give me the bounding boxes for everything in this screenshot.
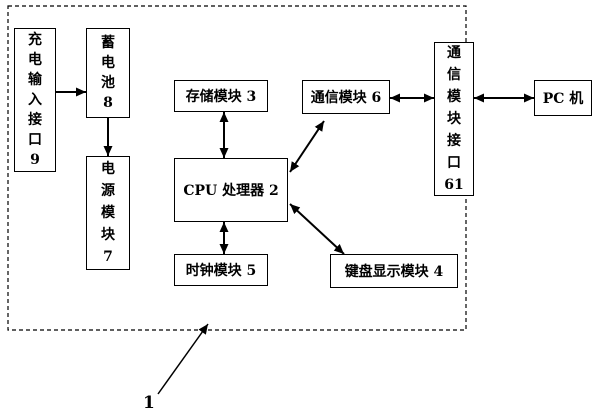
pc-box: PC 机	[534, 80, 592, 116]
node-text: 61	[444, 177, 464, 193]
node-text: 口	[28, 132, 42, 148]
node-text: PC 机	[542, 91, 584, 107]
node-text: 8	[103, 95, 113, 111]
boundary-reference-label: 1	[143, 393, 155, 413]
power-module-box: 电 源 模 块 7	[86, 156, 130, 270]
keyboard-display-module-box: 键盘显示模块 4	[330, 254, 458, 288]
node-text: 入	[28, 92, 42, 108]
node-text: 模	[101, 205, 115, 221]
node-text: 接	[28, 112, 42, 128]
node-text: 时钟模块 5	[185, 263, 257, 279]
node-text: 口	[447, 155, 461, 171]
node-text: 块	[101, 227, 115, 243]
comm-module-box: 通信模块 6	[302, 80, 390, 114]
node-text: 输	[28, 72, 42, 88]
node-text: 键盘显示模块 4	[344, 264, 444, 280]
arrow-cpu-comm-module	[289, 120, 325, 173]
storage-module-box: 存储模块 3	[174, 80, 268, 112]
node-text: 电	[101, 161, 115, 177]
node-text: 蓄	[101, 35, 115, 51]
node-text: 电	[101, 55, 115, 71]
node-text: 电	[28, 52, 42, 68]
node-text: 模	[447, 89, 461, 105]
node-text: 通信模块 6	[310, 90, 382, 106]
cpu-box: CPU 处理器 2	[174, 158, 288, 222]
node-text: 充	[28, 32, 42, 48]
node-text: 接	[447, 133, 461, 149]
node-text: CPU 处理器 2	[183, 183, 279, 199]
comm-interface-box: 通 信 模 块 接 口 61	[434, 42, 474, 196]
node-text: 通	[447, 45, 461, 61]
charging-port-box: 充 电 输 入 接 口 9	[14, 28, 56, 172]
node-text: 存储模块 3	[185, 89, 257, 105]
node-text: 9	[30, 152, 40, 168]
node-text: 源	[101, 183, 115, 199]
arrow-cpu-keyboard-display	[289, 203, 345, 255]
node-text: 块	[447, 111, 461, 127]
node-text: 池	[101, 75, 115, 91]
boundary-leader-line	[157, 323, 209, 395]
battery-box: 蓄 电 池 8	[86, 28, 130, 118]
node-text: 7	[103, 249, 113, 265]
clock-module-box: 时钟模块 5	[174, 254, 268, 286]
node-text: 信	[447, 67, 461, 83]
